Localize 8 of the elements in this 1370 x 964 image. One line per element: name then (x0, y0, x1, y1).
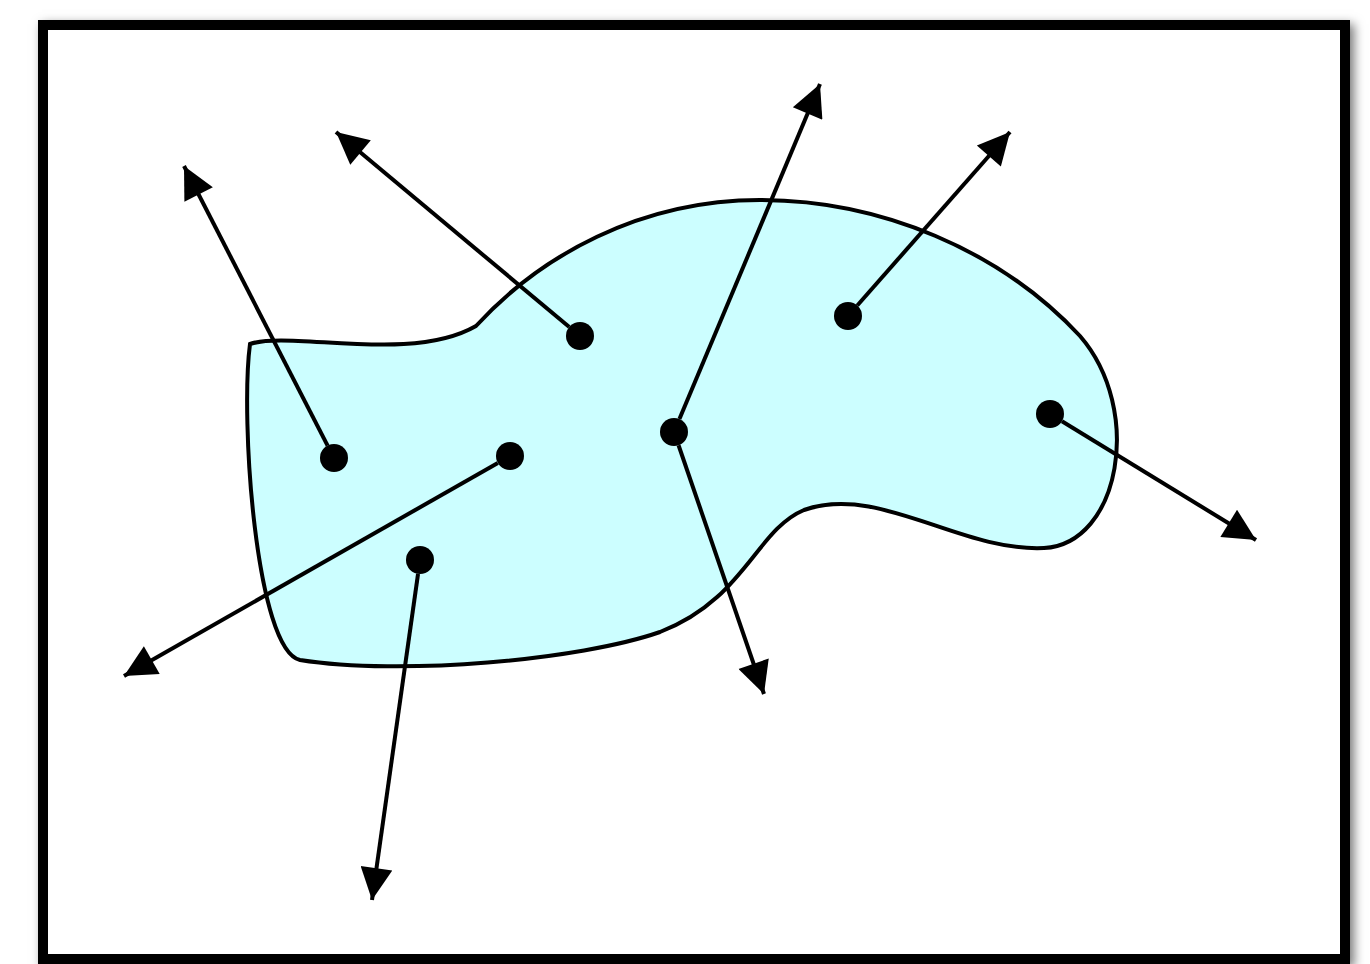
arrow (1060, 419, 1258, 542)
arrow (677, 83, 823, 420)
arrow (123, 461, 499, 678)
arrow (182, 165, 330, 447)
arrow (855, 130, 1012, 307)
arrow (334, 130, 571, 329)
arrow (676, 444, 769, 695)
arrow (360, 573, 421, 901)
